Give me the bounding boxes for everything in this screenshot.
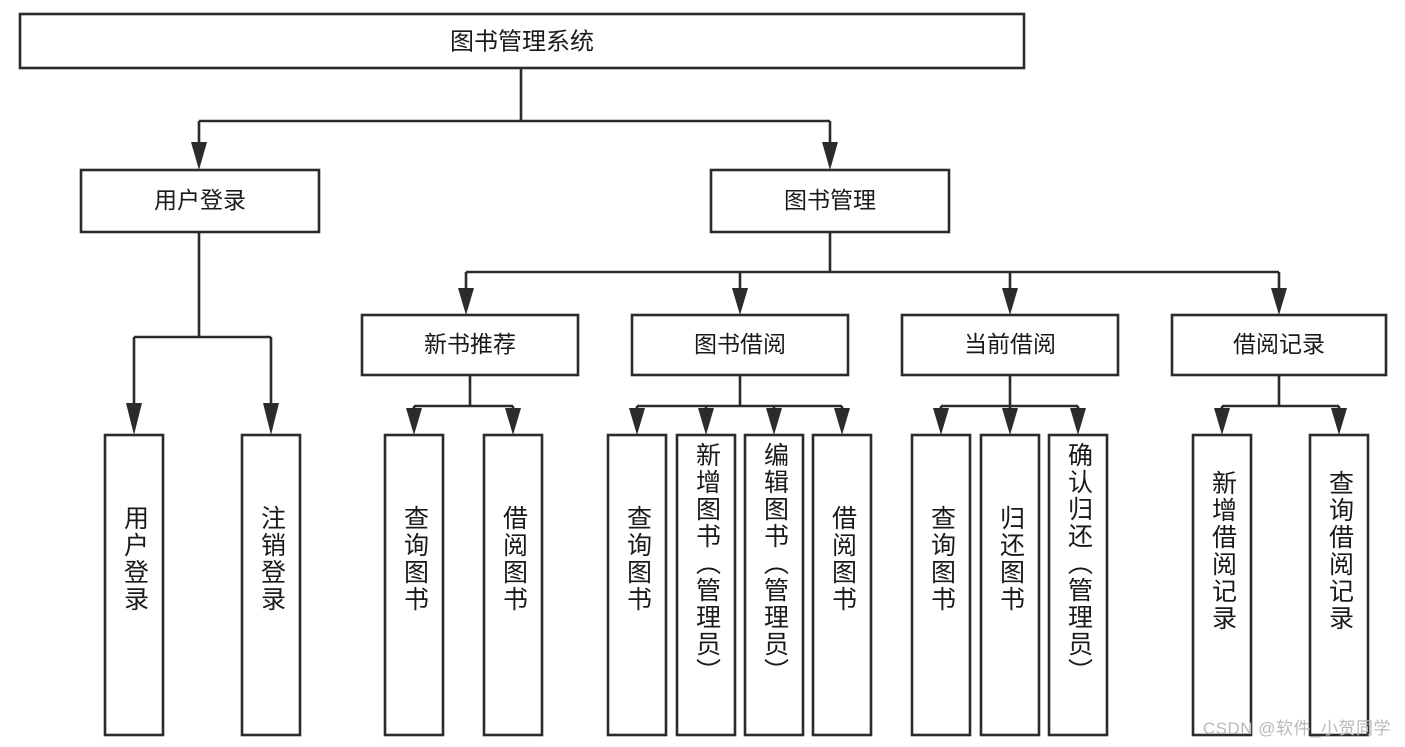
leaf-group-book-borrow (606, 433, 873, 737)
node-book-borrow[interactable]: 图书借阅 (630, 313, 850, 377)
leaf-box-borrow-record-2[interactable] (1308, 433, 1370, 737)
arrowhead-leaf-borrow-record-1 (1214, 408, 1230, 435)
node-user-login[interactable]: 用户登录 (79, 168, 321, 234)
arrowhead-leaf-new-book-2 (505, 408, 521, 435)
connector-group-user-login (126, 232, 279, 435)
leaf-box-current-borrow-1[interactable] (910, 433, 972, 737)
node-current-borrow-box[interactable] (900, 313, 1120, 377)
leaf-box-book-borrow-2[interactable] (675, 433, 737, 737)
leaf-box-current-borrow-3[interactable] (1047, 433, 1109, 737)
connector-group-book-borrow (629, 375, 850, 435)
arrowhead-leaf-user-login-2 (263, 403, 279, 435)
node-borrow-record[interactable]: 借阅记录 (1170, 313, 1388, 377)
node-user-login-box[interactable] (79, 168, 321, 234)
leaf-box-book-borrow-1[interactable] (606, 433, 668, 737)
node-current-borrow-label: 当前借阅 (964, 331, 1056, 357)
node-borrow-record-label: 借阅记录 (1233, 331, 1325, 357)
arrowhead-leaf-book-borrow-3 (766, 408, 782, 435)
node-user-login-label: 用户登录 (154, 187, 246, 213)
arrowhead-borrow-record (1271, 288, 1287, 315)
leaf-group-current-borrow (910, 433, 1109, 737)
node-book-borrow-label: 图书借阅 (694, 331, 786, 357)
leaf-box-user-login-2[interactable] (240, 433, 302, 737)
node-new-book-recommend[interactable]: 新书推荐 (360, 313, 580, 377)
node-book-management-label: 图书管理 (784, 187, 876, 213)
node-borrow-record-box[interactable] (1170, 313, 1388, 377)
connector-group-new-book (406, 375, 521, 435)
node-root[interactable]: 图书管理系统 (18, 12, 1026, 70)
arrowhead-new-book (458, 288, 474, 315)
arrowhead-leaf-book-borrow-4 (834, 408, 850, 435)
connector-group-current-borrow (933, 375, 1086, 435)
arrowhead-leaf-current-borrow-1 (933, 408, 949, 435)
arrowhead-book-mgmt (822, 142, 838, 170)
connector-group-book-mgmt (458, 232, 1287, 315)
leaf-box-current-borrow-2[interactable] (979, 433, 1041, 737)
connector-group-root (191, 68, 838, 170)
connector-group-borrow-record (1214, 375, 1347, 435)
leaf-group-new-book (383, 433, 544, 737)
leaf-box-borrow-record-1[interactable] (1191, 433, 1253, 737)
arrowhead-leaf-book-borrow-2 (698, 408, 714, 435)
node-book-borrow-box[interactable] (630, 313, 850, 377)
csdn-watermark: CSDN @软件_小贺同学 (1202, 719, 1391, 738)
arrowhead-leaf-book-borrow-1 (629, 408, 645, 435)
arrowhead-leaf-user-login-1 (126, 403, 142, 435)
leaf-group-user-login (103, 433, 302, 737)
node-book-management-box[interactable] (709, 168, 951, 234)
leaf-group-borrow-record (1191, 433, 1370, 737)
arrowhead-current-borrow (1002, 288, 1018, 315)
node-root-label: 图书管理系统 (450, 28, 594, 55)
node-new-book-recommend-label: 新书推荐 (424, 331, 516, 357)
arrowhead-leaf-current-borrow-3 (1070, 408, 1086, 435)
arrowhead-user-login (191, 142, 207, 170)
node-current-borrow[interactable]: 当前借阅 (900, 313, 1120, 377)
arrowhead-leaf-new-book-1 (406, 408, 422, 435)
node-book-management[interactable]: 图书管理 (709, 168, 951, 234)
arrowhead-book-borrow (732, 288, 748, 315)
leaf-box-book-borrow-4[interactable] (811, 433, 873, 737)
node-root-box[interactable] (18, 12, 1026, 70)
arrowhead-leaf-borrow-record-2 (1331, 408, 1347, 435)
leaf-box-book-borrow-3[interactable] (743, 433, 805, 737)
leaf-box-new-book-2[interactable] (482, 433, 544, 737)
node-new-book-recommend-box[interactable] (360, 313, 580, 377)
leaf-box-new-book-1[interactable] (383, 433, 445, 737)
arrowhead-leaf-current-borrow-2 (1002, 408, 1018, 435)
leaf-box-user-login-1[interactable] (103, 433, 165, 737)
